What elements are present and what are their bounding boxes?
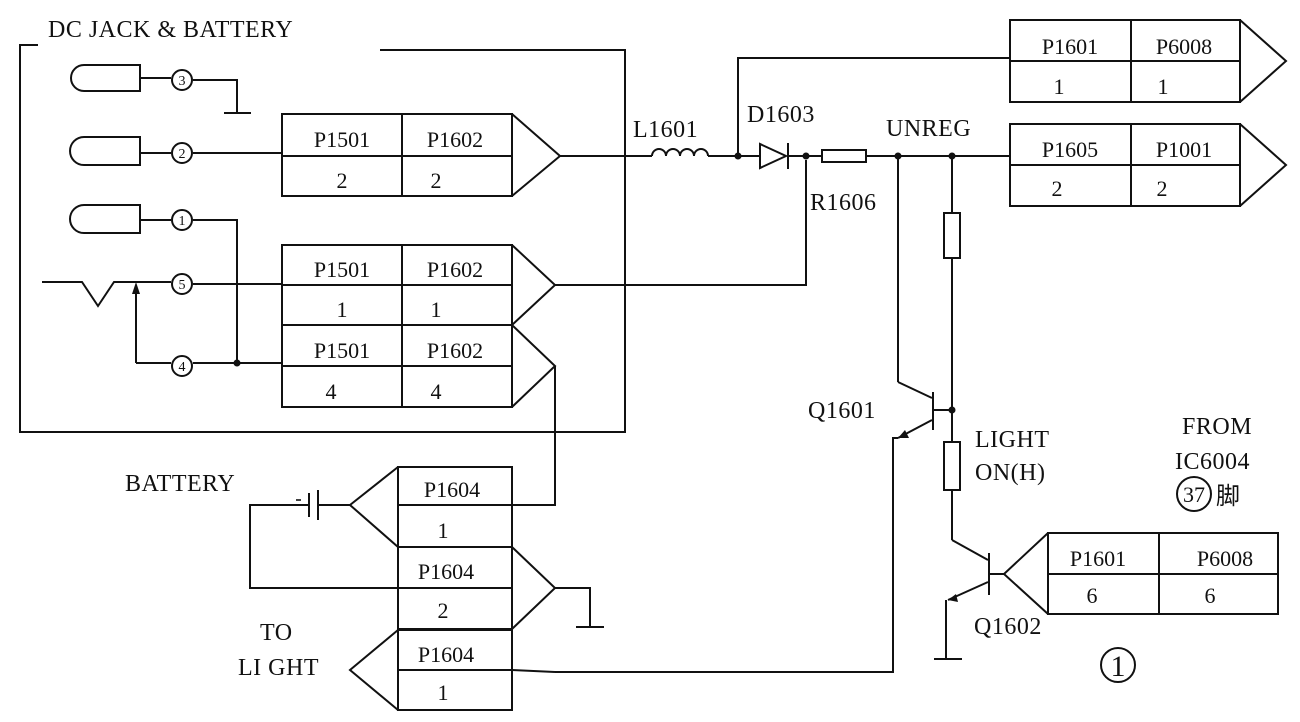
c3-right-pin: 4 bbox=[431, 379, 442, 404]
pin-37-marker: 37 脚 bbox=[1176, 476, 1241, 512]
connector-p1601-p6008-pin6: P1601 P6008 6 6 bbox=[1002, 532, 1279, 615]
jack-plug-2: 2 bbox=[69, 136, 282, 166]
c3-right-label: P1602 bbox=[427, 338, 483, 363]
connector-p1501-p1602-pin1: P1501 P1602 1 1 bbox=[281, 244, 557, 326]
light-label: LI GHT bbox=[238, 655, 319, 681]
c6-right-label: P6008 bbox=[1197, 546, 1253, 571]
c3-left-pin: 4 bbox=[326, 379, 337, 404]
c5-right-label: P1001 bbox=[1156, 137, 1212, 162]
dc-jack-battery-title: DC JACK & BATTERY bbox=[48, 17, 293, 43]
c4-right-pin: 1 bbox=[1158, 74, 1169, 99]
connector-p1604-pin2-ground: P1604 2 bbox=[397, 546, 604, 630]
c3-left-label: P1501 bbox=[314, 338, 370, 363]
jack-switch-contact-5: 5 bbox=[42, 273, 282, 363]
connector-p1604-pin1-light: P1604 1 bbox=[348, 629, 556, 711]
c5-left-pin: 2 bbox=[1052, 176, 1063, 201]
power-line-wiring bbox=[555, 57, 1010, 286]
c2-right-label: P1602 bbox=[427, 257, 483, 282]
pin-label-2: 2 bbox=[179, 147, 186, 162]
c4-right-label: P6008 bbox=[1156, 34, 1212, 59]
page-marker-number: 1 bbox=[1111, 650, 1126, 683]
battery-symbol bbox=[249, 490, 398, 589]
l1601-label: L1601 bbox=[633, 117, 698, 143]
b3-pin: 1 bbox=[438, 680, 449, 705]
light-on-label-line1: LIGHT bbox=[975, 427, 1049, 453]
c2-left-pin: 1 bbox=[337, 297, 348, 322]
page-marker: 1 bbox=[1100, 647, 1136, 683]
light-on-label-line2: ON(H) bbox=[975, 460, 1045, 486]
c6-right-pin: 6 bbox=[1205, 583, 1216, 608]
connector-p1501-p1602-pin4: P1501 P1602 4 4 bbox=[281, 324, 557, 408]
c4-left-label: P1601 bbox=[1042, 34, 1098, 59]
connector-p1501-p1602-pin2: P1501 P1602 2 2 bbox=[281, 113, 562, 197]
c5-right-pin: 2 bbox=[1157, 176, 1168, 201]
pin-37-number: 37 bbox=[1183, 482, 1205, 507]
r1606-label: R1606 bbox=[810, 190, 877, 216]
c1-left-label: P1501 bbox=[314, 127, 370, 152]
connector-p1604-pin1-battery: P1604 1 bbox=[348, 466, 513, 548]
c1-left-pin: 2 bbox=[337, 168, 348, 193]
unreg-label: UNREG bbox=[886, 116, 971, 142]
b2-pin: 2 bbox=[438, 598, 449, 623]
c1-right-label: P1602 bbox=[427, 127, 483, 152]
foot-label: 脚 bbox=[1216, 483, 1241, 510]
c2-right-pin: 1 bbox=[431, 297, 442, 322]
d1603-label: D1603 bbox=[747, 102, 815, 128]
pin-label-4: 4 bbox=[179, 360, 186, 375]
c3-to-p1604-wire bbox=[512, 366, 556, 506]
jack-plug-3: 3 bbox=[70, 64, 251, 114]
c5-left-label: P1605 bbox=[1042, 137, 1098, 162]
pin-label-5: 5 bbox=[179, 278, 186, 293]
ic6004-label: IC6004 bbox=[1175, 449, 1250, 475]
transistor-section-wiring bbox=[555, 156, 1004, 673]
c1-right-pin: 2 bbox=[431, 168, 442, 193]
c2-left-label: P1501 bbox=[314, 257, 370, 282]
b3-label: P1604 bbox=[418, 642, 474, 667]
q1601-label: Q1601 bbox=[808, 398, 876, 424]
q1602-label: Q1602 bbox=[974, 614, 1042, 640]
c6-left-pin: 6 bbox=[1087, 583, 1098, 608]
jack-contact-4: 4 bbox=[136, 355, 282, 377]
connector-p1605-p1001-pin2: P1605 P1001 2 2 bbox=[1009, 123, 1288, 207]
pin-label-1: 1 bbox=[179, 214, 186, 229]
b1-pin: 1 bbox=[438, 518, 449, 543]
b2-label: P1604 bbox=[418, 559, 474, 584]
c6-left-label: P1601 bbox=[1070, 546, 1126, 571]
battery-label: BATTERY bbox=[125, 471, 235, 497]
from-label: FROM bbox=[1182, 414, 1252, 440]
to-label: TO bbox=[260, 620, 293, 646]
b1-label: P1604 bbox=[424, 477, 480, 502]
dc-jack-battery-box: DC JACK & BATTERY bbox=[19, 17, 626, 433]
connector-p1601-p6008-pin1: P1601 P6008 1 1 bbox=[985, 19, 1288, 103]
c4-left-pin: 1 bbox=[1054, 74, 1065, 99]
pin-label-3: 3 bbox=[179, 74, 186, 89]
jack-plug-1: 1 bbox=[69, 204, 238, 363]
